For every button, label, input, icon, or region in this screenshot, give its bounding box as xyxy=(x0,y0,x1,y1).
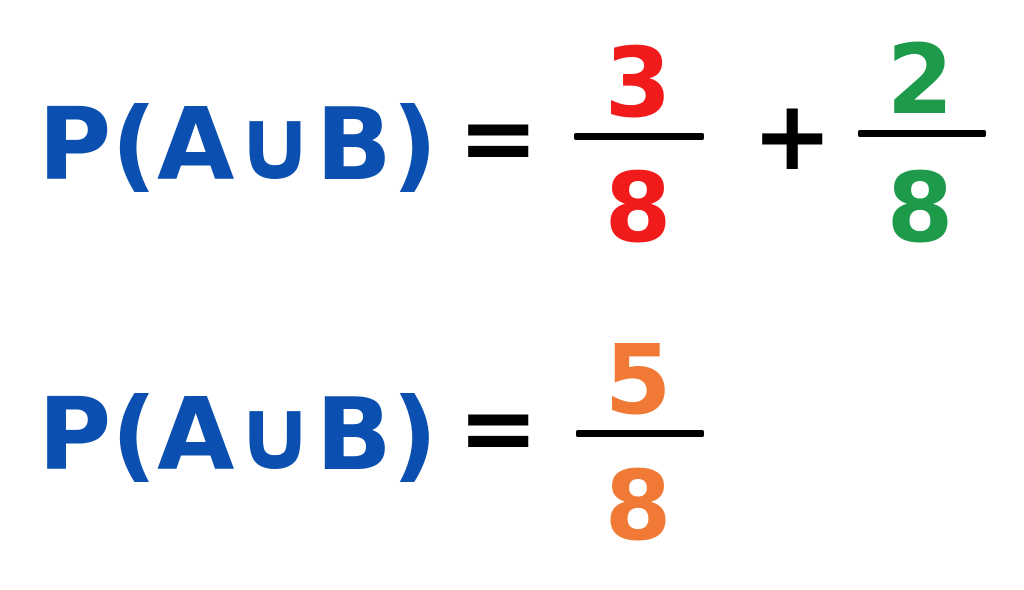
row1-fraction1-denominator: 8 xyxy=(604,152,672,264)
row1-fraction2-denominator: 8 xyxy=(886,152,954,264)
row1-fraction2-numerator: 2 xyxy=(886,24,954,136)
row1-plus-sign: + xyxy=(752,80,833,192)
row1-fraction1-bar xyxy=(574,133,704,140)
row2-fraction-numerator: 5 xyxy=(604,324,672,436)
row1-fraction1-numerator: 3 xyxy=(604,27,672,139)
row2-fraction-denominator: 8 xyxy=(604,450,672,562)
row2-equals-sign: = xyxy=(458,372,539,484)
row2-fraction-bar xyxy=(576,430,704,437)
row2-lhs-probability-union: P(A∪B) xyxy=(38,376,438,493)
row1-equals-sign: = xyxy=(458,82,539,194)
row1-lhs-probability-union: P(A∪B) xyxy=(38,86,438,203)
row1-fraction2-bar xyxy=(858,130,986,137)
